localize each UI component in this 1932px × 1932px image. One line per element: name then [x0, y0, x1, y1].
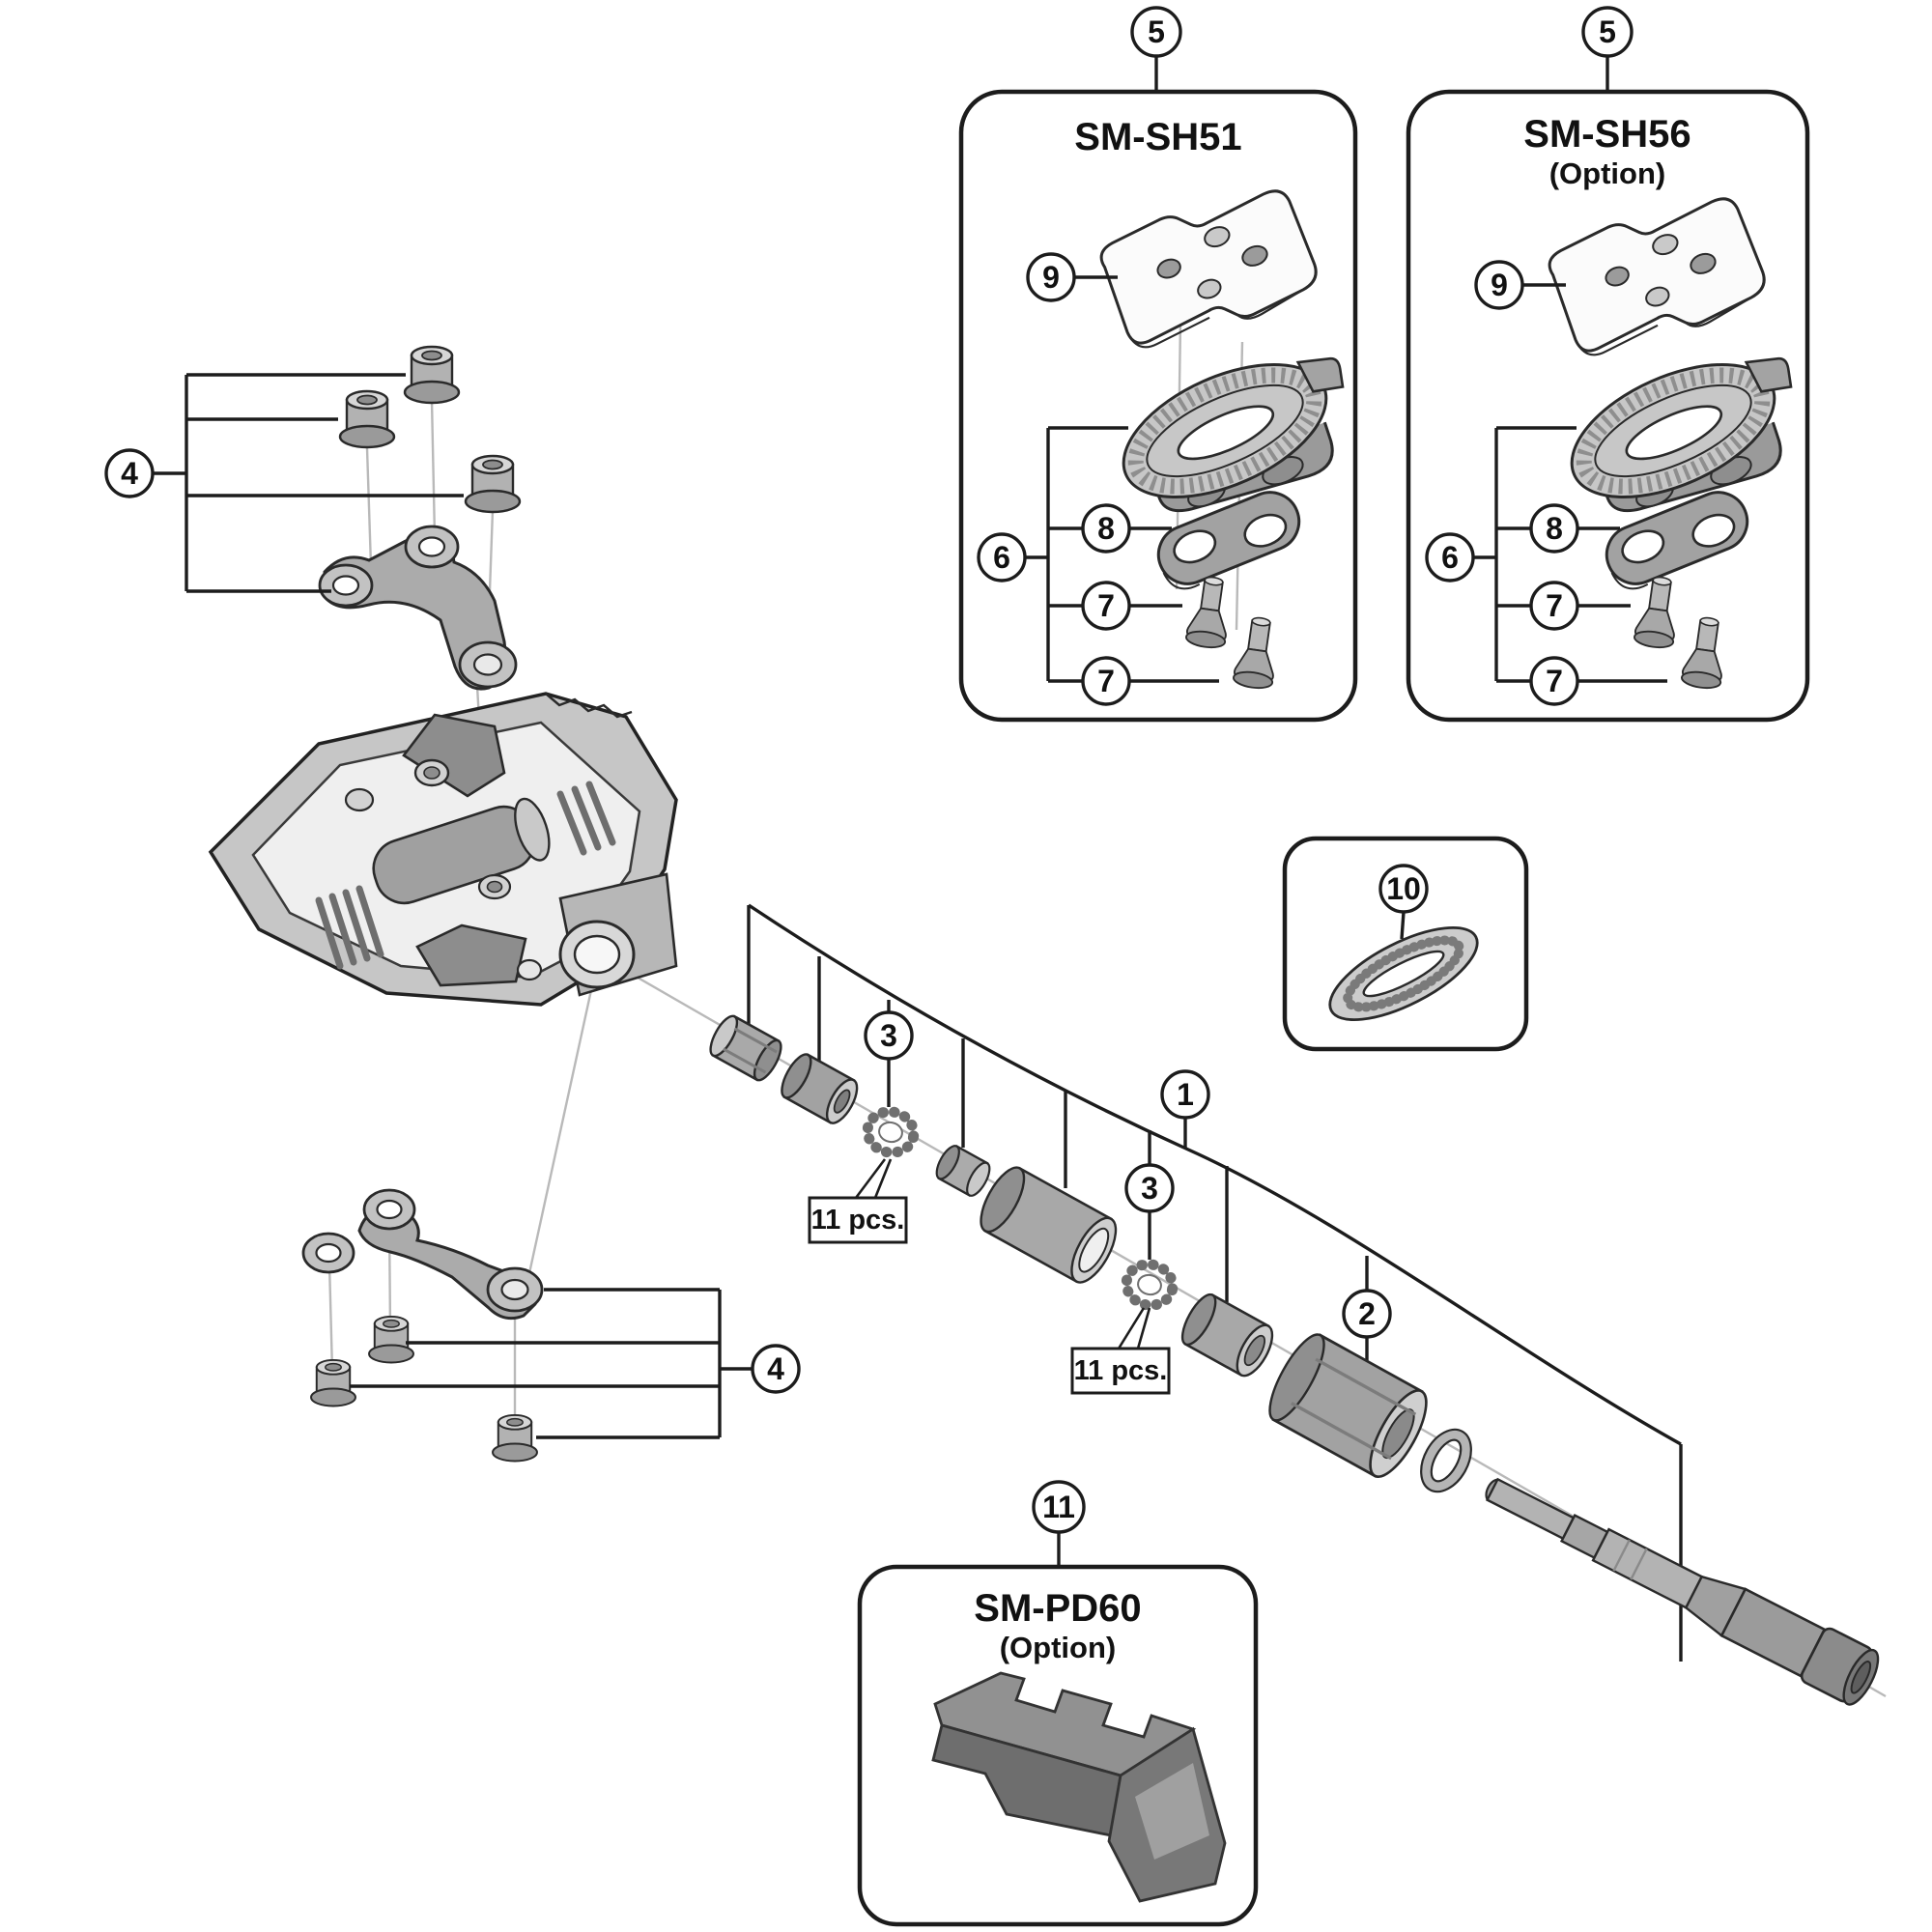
upper-cage-plate	[318, 525, 518, 691]
spacer-small	[935, 1145, 991, 1197]
callout-1-number: 1	[1177, 1077, 1194, 1112]
callout-4-circle	[751, 1344, 801, 1394]
o-ring-seal	[1420, 1428, 1472, 1493]
cage-bolt	[338, 389, 396, 449]
lower-cage-plate	[301, 1188, 544, 1321]
callout-3-circle	[1124, 1163, 1175, 1213]
callout-3-number: 3	[880, 1018, 897, 1053]
callout-4-number: 4	[767, 1351, 784, 1386]
callout-7-number: 7	[1546, 664, 1563, 698]
callout-10-circle	[1378, 864, 1429, 914]
pedal-binding-barrel	[372, 797, 551, 905]
pedal-clip-front	[402, 713, 506, 798]
ball-count-label-a: 11 pcs.	[808, 1158, 908, 1244]
callout-7-circle	[1529, 581, 1579, 631]
callout-3-circle	[864, 1010, 914, 1061]
callout-7-number: 7	[1546, 588, 1563, 623]
callout-5-circle	[1581, 6, 1634, 58]
cleat-kit-sh51: 5 SM-SH51 9 6 8 7 7	[958, 6, 1376, 723]
cage-bolt	[492, 1413, 538, 1463]
cage-bolt	[310, 1358, 356, 1407]
oval-ball-retainer	[1328, 925, 1479, 1022]
callout-4-number: 4	[121, 456, 138, 491]
pedal-body	[208, 692, 678, 1007]
callout-2-number: 2	[1358, 1296, 1376, 1331]
callout-6-number: 6	[1441, 540, 1459, 575]
ball-retainer-box: 10	[1282, 836, 1529, 1052]
cleat-kit-sh56: 5 SM-SH56 (Option) 9 6 8 7 7	[1406, 6, 1824, 723]
callout-11-number: 11	[1042, 1490, 1075, 1524]
axle-bushing	[980, 1166, 1118, 1284]
cone-nut	[781, 1053, 859, 1124]
callout-10-number: 10	[1386, 871, 1421, 906]
callout-9-circle	[1474, 260, 1524, 310]
callout-9-circle	[1026, 252, 1076, 302]
adjusting-cone-cap	[1268, 1333, 1428, 1478]
steel-ball-ring	[1122, 1260, 1177, 1309]
callout-7-circle	[1081, 656, 1131, 706]
callout-8-circle	[1529, 503, 1579, 554]
callout-6-bracket: 6 8 7 7	[1425, 426, 1667, 706]
pedal-clip-rear	[415, 923, 527, 987]
callout-8-number: 8	[1097, 511, 1115, 546]
pedal-serration-top	[545, 693, 633, 719]
pd60-kit: 11 SM-PD60 (Option)	[857, 1480, 1259, 1927]
lock-nut	[709, 1014, 782, 1082]
sh51-title: SM-SH51	[1074, 116, 1241, 158]
callout-3-number: 3	[1141, 1171, 1158, 1206]
pedal-axle	[1485, 1477, 1880, 1706]
pd60-reflector-unit	[931, 1671, 1227, 1903]
callout-5-number: 5	[1599, 14, 1616, 49]
callout-2-circle	[1342, 1289, 1392, 1339]
callout-4-circle	[104, 448, 155, 498]
callout-7-number: 7	[1097, 588, 1115, 623]
spacer-sleeve	[1180, 1293, 1274, 1378]
cage-bolt	[403, 345, 461, 405]
callout-6-number: 6	[993, 540, 1010, 575]
callout-6-circle	[977, 532, 1027, 582]
callout-7-circle	[1081, 581, 1131, 631]
callout-5-circle	[1130, 6, 1182, 58]
callout-8-number: 8	[1546, 511, 1563, 546]
steel-ball-ring	[864, 1107, 918, 1156]
callout-7-circle	[1529, 656, 1579, 706]
ball-count-text: 11 pcs.	[811, 1205, 905, 1236]
sh56-title: SM-SH56	[1523, 113, 1690, 156]
callout-9-number: 9	[1491, 268, 1508, 302]
sh56-subtitle: (Option)	[1549, 156, 1666, 190]
pd60-subtitle: (Option)	[1000, 1631, 1117, 1664]
callout-6-bracket: 6 8 7 7	[977, 426, 1219, 706]
ball-count-label-b: 11 pcs.	[1070, 1307, 1171, 1395]
callout-6-circle	[1425, 532, 1475, 582]
axle-unit-callout-lines: 1 3 3 2	[747, 903, 1683, 1662]
callout-5-number: 5	[1148, 14, 1165, 49]
cage-bolt	[368, 1315, 414, 1364]
pedal-springs	[315, 781, 616, 970]
pd60-title: SM-PD60	[974, 1587, 1141, 1630]
callout-7-number: 7	[1097, 664, 1115, 698]
callout-4-top-bracket: 4	[104, 373, 464, 593]
callout-4-bottom-bracket: 4	[350, 1288, 801, 1439]
callout-9-number: 9	[1042, 260, 1060, 295]
cage-bolt	[464, 454, 522, 514]
callout-8-circle	[1081, 503, 1131, 554]
ball-count-text: 11 pcs.	[1074, 1355, 1168, 1386]
callout-11-circle	[1032, 1480, 1086, 1534]
callout-1-circle	[1160, 1069, 1210, 1120]
